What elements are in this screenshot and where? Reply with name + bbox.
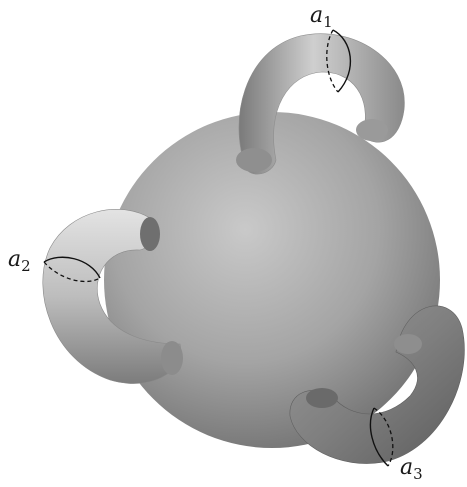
label-a3: a3 — [400, 455, 423, 483]
label-a2: a2 — [8, 247, 31, 275]
label-a1: a1 — [310, 3, 333, 31]
